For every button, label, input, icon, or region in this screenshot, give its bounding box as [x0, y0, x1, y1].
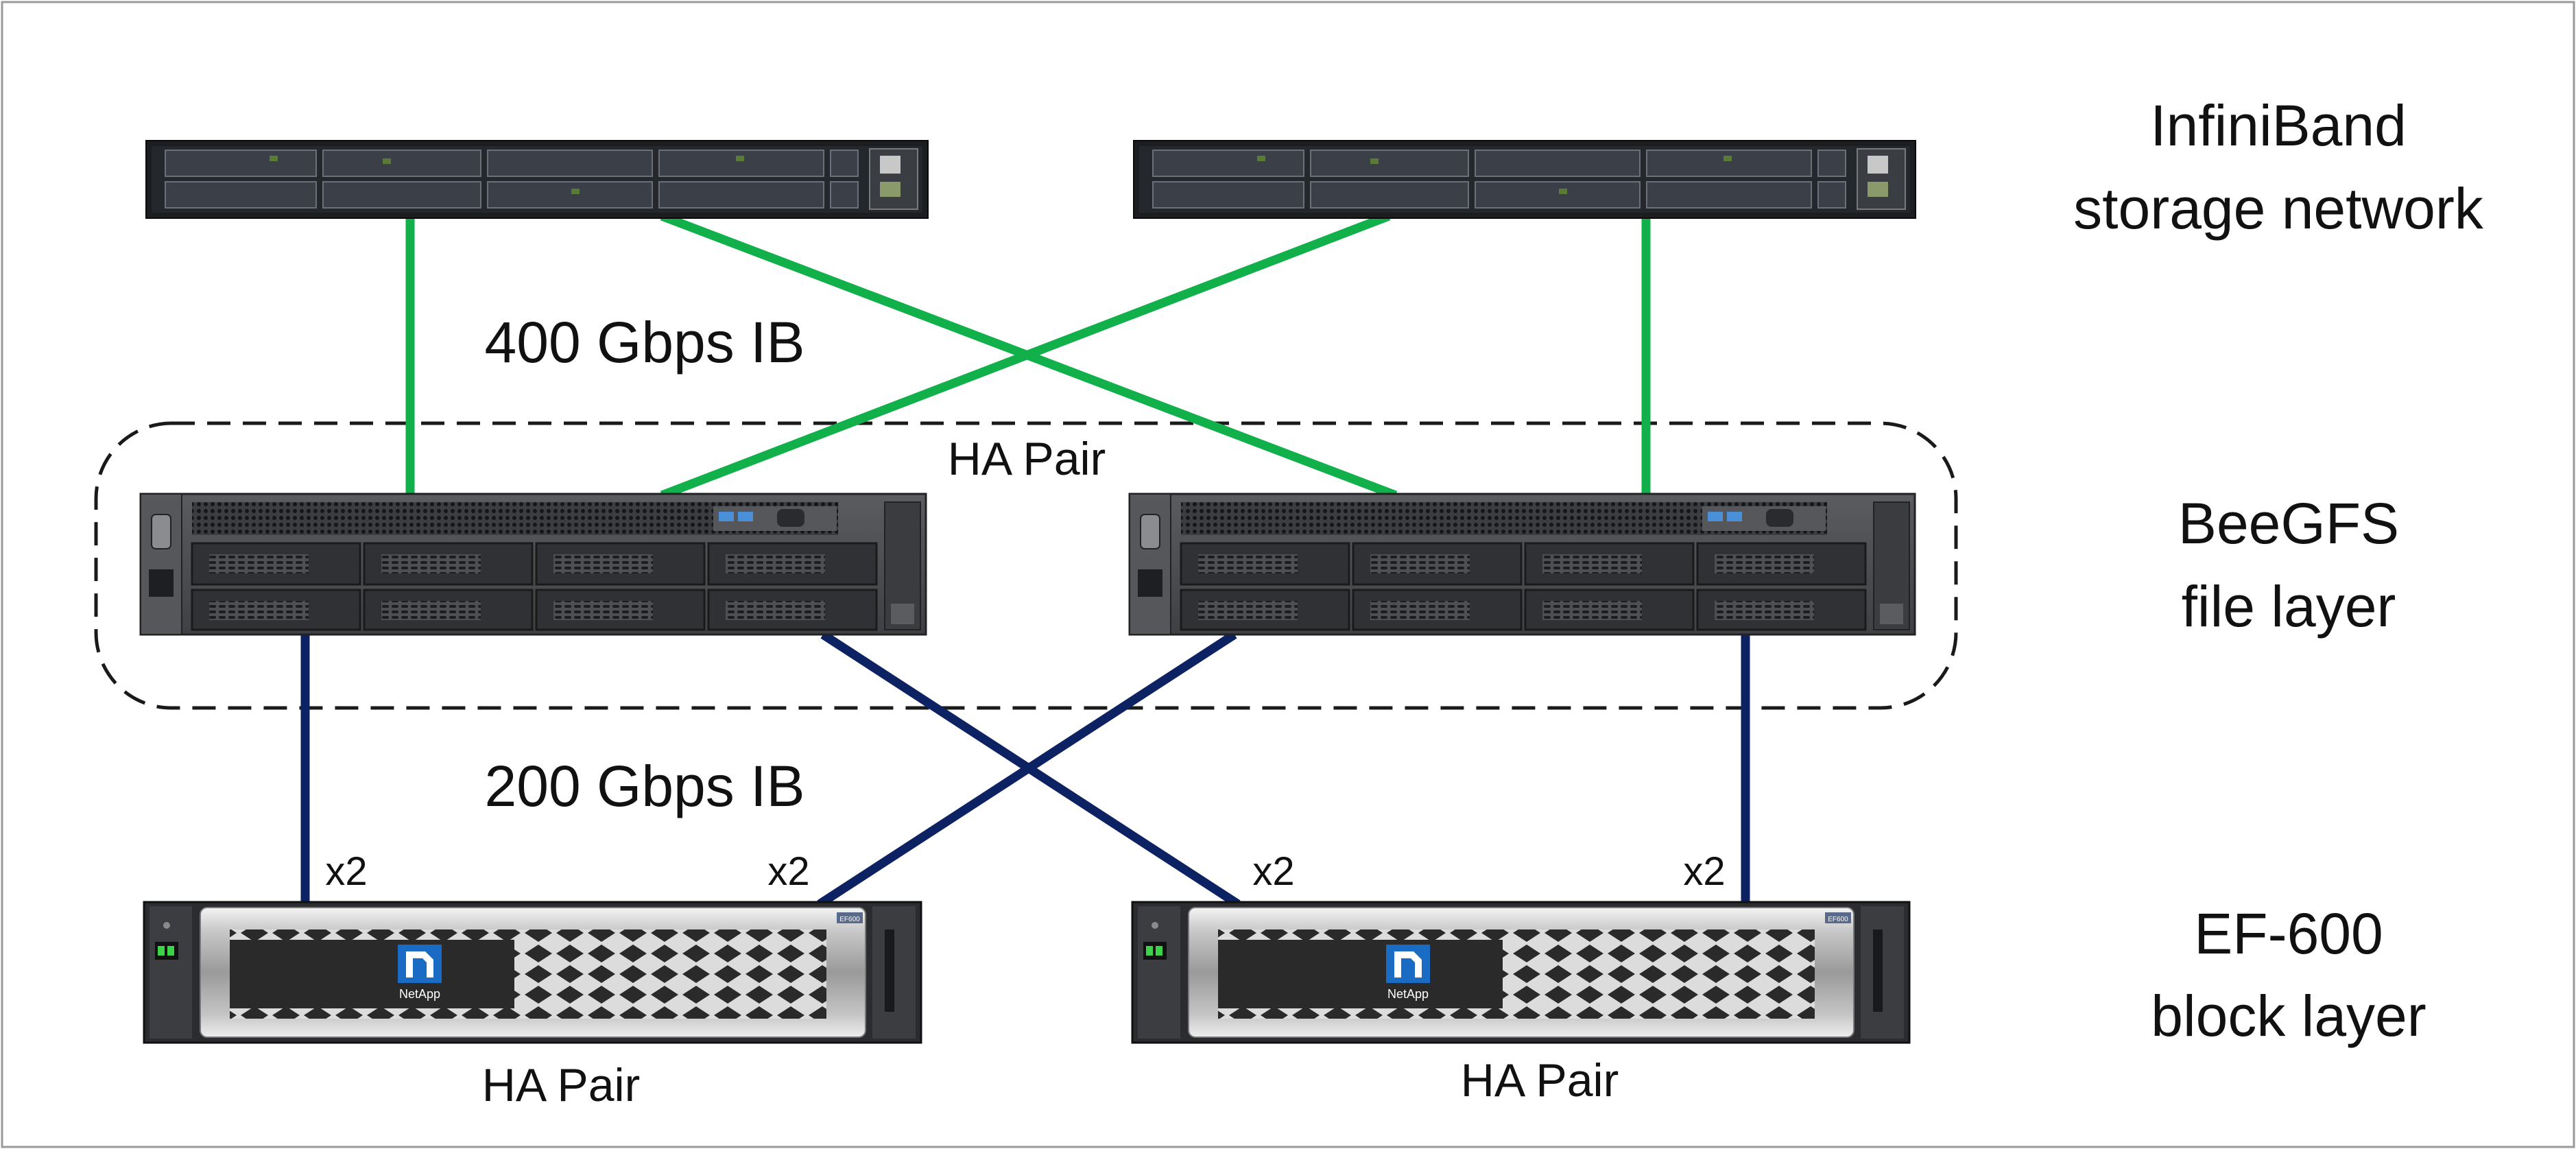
multiplier-label: x2 [1252, 849, 1294, 894]
multiplier-label: x2 [1683, 849, 1725, 894]
infiniband-switch-icon [145, 140, 929, 219]
infiniband-switch-icon [1133, 140, 1916, 219]
layer-label-file-line1: BeeGFS [2178, 491, 2399, 556]
ha-pair-label-block-left: HA Pair [482, 1059, 641, 1111]
netapp-brand-label: NetApp [399, 987, 440, 1001]
layer-label-network-line1: InfiniBand [2150, 93, 2407, 158]
layer-label-block-line1: EF-600 [2194, 901, 2383, 966]
multiplier-label: x2 [767, 849, 809, 894]
ha-pair-label-file: HA Pair [948, 433, 1106, 485]
lower-links [300, 630, 1750, 908]
storage-array-icon: NetApp EF600 [1131, 901, 1911, 1044]
rack-server-icon [139, 493, 927, 636]
ha-pair-label-block-right: HA Pair [1461, 1054, 1619, 1106]
layer-label-file-line2: file layer [2182, 574, 2396, 639]
upper-links [405, 211, 1651, 500]
layer-label-block-line2: block layer [2151, 984, 2426, 1048]
speed-label-400: 400 Gbps IB [485, 310, 805, 375]
speed-label-200: 200 Gbps IB [485, 754, 805, 818]
link-server1-storage2 [820, 630, 1241, 908]
model-badge: EF600 [839, 916, 860, 923]
multiplier-label: x2 [325, 849, 367, 894]
storage-array-icon: NetApp EF600 [143, 901, 922, 1044]
model-badge: EF600 [1828, 916, 1848, 923]
layer-label-network-line2: storage network [2073, 176, 2484, 241]
netapp-brand-label: NetApp [1387, 987, 1429, 1001]
rack-server-icon [1128, 493, 1916, 636]
ha-pair-group-boundary [94, 421, 1958, 710]
link-switch2-server1 [660, 211, 1391, 500]
